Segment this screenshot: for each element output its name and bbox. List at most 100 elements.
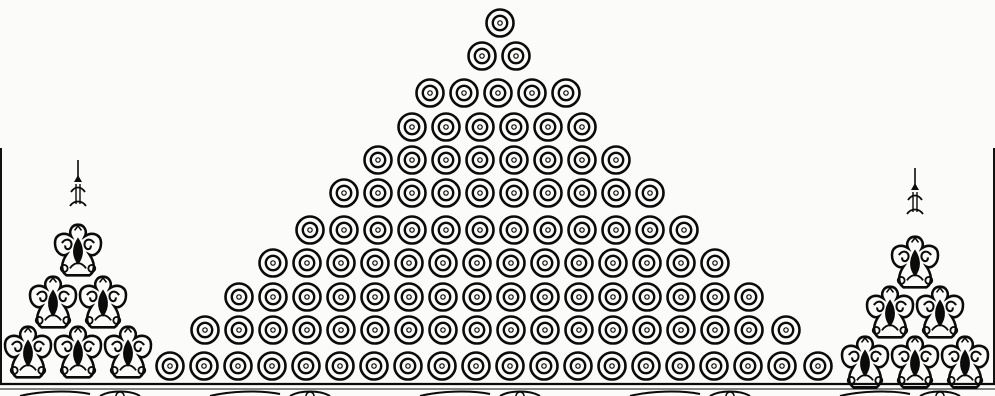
concentric-circle-ornament (429, 353, 456, 380)
concentric-circle-ornament (702, 284, 729, 311)
concentric-circle-ornament (603, 147, 630, 174)
concentric-circle-ornament (430, 317, 457, 344)
concentric-circle-ornament (464, 250, 491, 277)
concentric-circle-ornament (396, 317, 423, 344)
border-scroll-unit (420, 392, 540, 396)
concentric-circle-ornament (467, 217, 494, 244)
concentric-circle-ornament (192, 317, 219, 344)
concentric-circle-ornament (399, 114, 426, 141)
concentric-circle-ornament (327, 353, 354, 380)
border-scroll-pattern (20, 392, 960, 396)
concentric-circle-ornament (667, 353, 694, 380)
concentric-circle-ornament (294, 284, 321, 311)
concentric-circle-ornament (603, 180, 630, 207)
concentric-circle-ornament (294, 250, 321, 277)
concentric-circle-ornament (637, 180, 664, 207)
concentric-circle-ornament (260, 250, 287, 277)
fleuron-ornament (30, 277, 76, 328)
concentric-circle-ornament (773, 317, 800, 344)
concentric-circle-ornament (532, 317, 559, 344)
concentric-circle-ornament (464, 284, 491, 311)
border-scroll-unit (20, 392, 140, 396)
concentric-circle-ornament (519, 80, 546, 107)
concentric-circle-ornament (532, 250, 559, 277)
concentric-circle-ornament (259, 353, 286, 380)
concentric-circle-ornament (328, 284, 355, 311)
fleuron-ornament (892, 337, 938, 388)
concentric-circle-ornament (668, 250, 695, 277)
concentric-circle-ornament (498, 250, 525, 277)
concentric-circle-ornament (569, 114, 596, 141)
concentric-circle-ornament (769, 353, 796, 380)
concentric-circle-ornament (600, 284, 627, 311)
concentric-circle-ornament (735, 353, 762, 380)
fleuron-ornament (55, 225, 101, 276)
concentric-circle-ornament (501, 180, 528, 207)
concentric-circle-ornament (469, 43, 496, 70)
concentric-circle-ornament (365, 217, 392, 244)
concentric-circle-ornament (497, 353, 524, 380)
finial-spike (70, 160, 86, 206)
concentric-circle-ornament (430, 250, 457, 277)
concentric-circle-ornament (361, 353, 388, 380)
concentric-circle-ornament (498, 284, 525, 311)
concentric-circle-ornament (671, 217, 698, 244)
concentric-circle-ornament (501, 114, 528, 141)
right-fleuron-pyramid (842, 168, 988, 387)
concentric-circle-ornament (487, 10, 514, 37)
concentric-circle-ornament (503, 43, 530, 70)
concentric-circle-ornament (260, 284, 287, 311)
concentric-circle-ornament (433, 180, 460, 207)
concentric-circle-ornament (331, 217, 358, 244)
concentric-circle-ornament (501, 217, 528, 244)
concentric-circle-ornament (433, 147, 460, 174)
concentric-circle-ornament (328, 317, 355, 344)
concentric-circle-ornament (566, 250, 593, 277)
concentric-circle-ornament (463, 353, 490, 380)
concentric-circle-ornament (417, 80, 444, 107)
concentric-circle-ornament (485, 80, 512, 107)
concentric-circle-ornament (600, 250, 627, 277)
concentric-circle-ornament (736, 317, 763, 344)
concentric-circle-ornament (668, 317, 695, 344)
concentric-circle-ornament (633, 353, 660, 380)
left-fleuron-pyramid (5, 160, 151, 377)
concentric-circle-ornament (451, 80, 478, 107)
concentric-circle-ornament (297, 217, 324, 244)
concentric-circle-ornament (634, 284, 661, 311)
fleuron-ornament (55, 327, 101, 378)
concentric-circle-ornament (702, 250, 729, 277)
bottom-border (0, 384, 995, 396)
concentric-circle-ornament (433, 217, 460, 244)
concentric-circle-ornament (535, 114, 562, 141)
concentric-circle-ornament (430, 284, 457, 311)
concentric-circle-ornament (294, 317, 321, 344)
border-scroll-unit (840, 392, 960, 396)
concentric-circle-ornament (634, 317, 661, 344)
concentric-circle-ornament (467, 147, 494, 174)
fleuron-ornament (105, 327, 151, 378)
concentric-circle-ornament (362, 284, 389, 311)
fleuron-ornament (5, 327, 51, 378)
concentric-circle-ornament (328, 250, 355, 277)
concentric-circle-ornament (501, 147, 528, 174)
concentric-circle-ornament (565, 353, 592, 380)
concentric-circle-ornament (702, 317, 729, 344)
border-scroll-unit (210, 392, 330, 396)
fleuron-ornament (80, 277, 126, 328)
fleuron-ornament (917, 287, 963, 338)
fleuron-ornament (842, 337, 888, 388)
concentric-circle-ornament (498, 317, 525, 344)
concentric-circle-ornament (566, 284, 593, 311)
concentric-circle-ornament (805, 353, 832, 380)
concentric-circle-ornament (467, 114, 494, 141)
concentric-circle-ornament (399, 217, 426, 244)
concentric-circle-ornament (634, 250, 661, 277)
concentric-circle-ornament (433, 114, 460, 141)
fleuron-ornament (892, 237, 938, 288)
concentric-circle-ornament (365, 147, 392, 174)
concentric-circle-ornament (191, 353, 218, 380)
concentric-circle-ornament (569, 217, 596, 244)
concentric-circle-ornament (226, 284, 253, 311)
